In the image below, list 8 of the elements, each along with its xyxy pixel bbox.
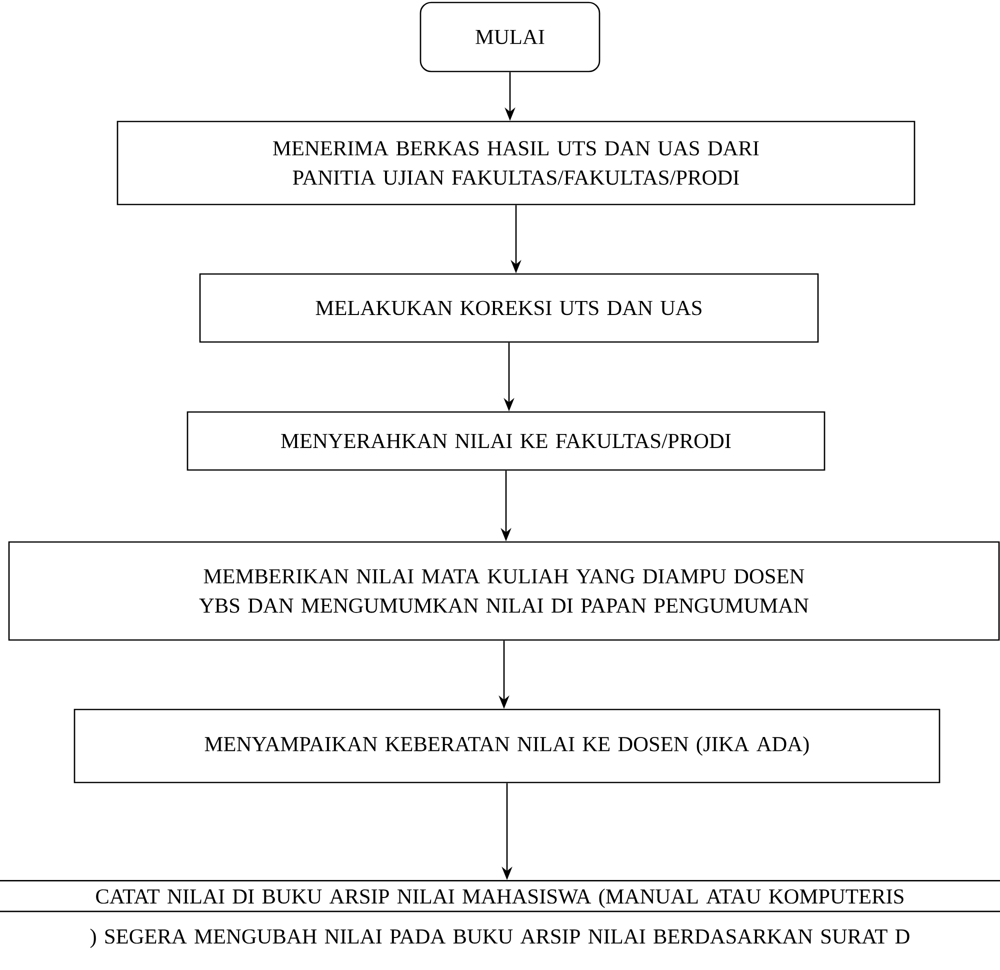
node-label: ) SEGERA MENGUBAH NILAI PADA BUKU ARSIP NILAI BERDASARKAN SURAT D: [90, 928, 910, 948]
process-box: MENERIMA BERKAS HASIL UTS DAN UAS DARI PANITIA UJIAN FAKULTAS/FAKULTAS/PRODI: [116, 120, 916, 206]
process-box: MENYAMPAIKAN KEBERATAN NILAI KE DOSEN (JIKA ADA): [74, 708, 940, 784]
process-box: MEMBERIKAN NILAI MATA KULIAH YANG DIAMPU DOSEN YBS DAN MENGUMUMKAN NILAI DI PAPAN PENGUMUMAN: [8, 541, 1000, 641]
process-box: MELAKUKAN KOREKSI UTS DAN UAS: [199, 273, 819, 343]
process-box: CATAT NILAI DI BUKU ARSIP NILAI MAHASISWA (MANUAL ATAU KOMPUTERIS ) SEGERA MENGUBAH NILAI PADA BUKU ARSIP NILAI BERDASARKAN SURAT D: [0, 880, 1000, 948]
process-box: MENYERAHKAN NILAI KE FAKULTAS/PRODI: [186, 411, 826, 471]
start-terminal: MULAI: [420, 2, 600, 72]
